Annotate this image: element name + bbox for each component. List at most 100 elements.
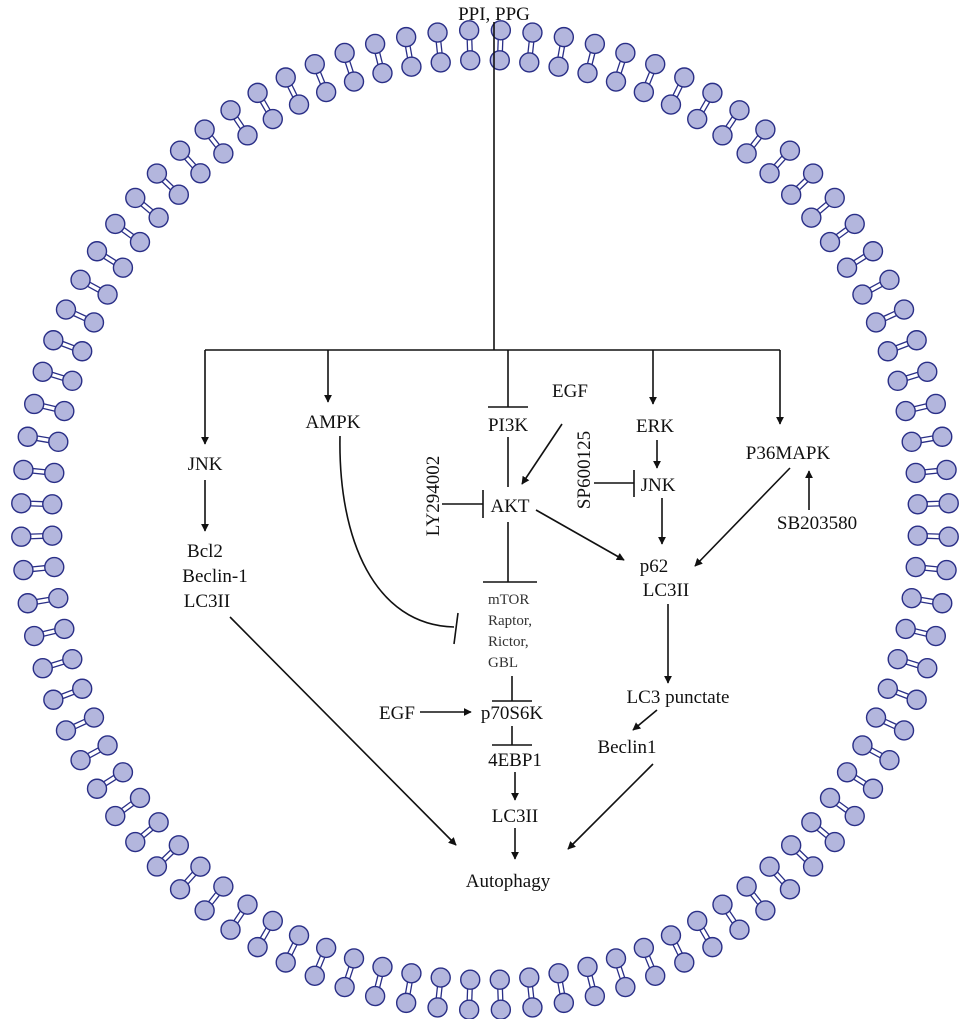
lipid-head — [932, 426, 953, 447]
lipid-head — [288, 94, 310, 115]
lipid-head — [936, 559, 957, 581]
lipid-tail — [143, 829, 154, 839]
lipid-head — [44, 462, 65, 484]
lipid-head — [907, 525, 928, 546]
lipid-head — [105, 805, 126, 827]
lipid-head — [83, 312, 105, 333]
lipid-tail — [869, 751, 881, 759]
lipid-head — [729, 100, 750, 121]
lipid-head — [288, 925, 310, 946]
node-bcl2: Bcl2 — [187, 541, 223, 562]
lipid-head — [372, 62, 393, 84]
lipid-head — [605, 71, 627, 92]
lipid-head — [275, 67, 296, 88]
lipid-head — [401, 56, 422, 77]
lipid-head — [70, 749, 91, 771]
lipid-tail — [435, 986, 439, 998]
lipid-head — [190, 856, 211, 877]
lipid-tail — [648, 955, 655, 967]
lipid-tail — [161, 849, 171, 859]
lipid-head — [907, 494, 928, 515]
lipid-head — [55, 299, 77, 320]
lipid-head — [490, 20, 512, 41]
lipid-tail — [871, 747, 883, 755]
lipid-head — [489, 969, 510, 990]
lipid-tail — [211, 895, 220, 905]
lipid-head — [779, 140, 801, 161]
lipid-head — [877, 341, 899, 362]
lipid-head — [755, 119, 776, 140]
lipid-tail — [907, 376, 920, 381]
node-sb203580: SB203580 — [777, 513, 857, 534]
lipid-head — [660, 925, 682, 946]
lipid-head — [334, 976, 355, 998]
node-beclin1-right: Beclin1 — [597, 737, 656, 758]
node-egf-top: EGF — [552, 381, 588, 402]
node-beclin-1: Beclin-1 — [182, 566, 247, 587]
lipid-tail — [184, 158, 193, 169]
lipid-head — [553, 992, 575, 1014]
lipid-tail — [885, 315, 897, 322]
lipid-head — [343, 948, 365, 969]
node-pi3k: PI3K — [488, 415, 528, 436]
lipid-tail — [616, 967, 621, 979]
lipid-tail — [925, 565, 938, 568]
lipid-tail — [404, 46, 409, 58]
arrow-lc3-punctate-to-beclin1 — [632, 709, 658, 731]
lipid-head — [304, 965, 325, 987]
lipid-head — [615, 976, 636, 998]
arrow-p36mapk-to-p62 — [694, 467, 791, 567]
lipid-tail — [50, 659, 63, 664]
lipid-head — [304, 53, 325, 75]
lipid-tail — [121, 801, 132, 810]
lipid-head — [877, 678, 899, 699]
node-lc3-punctate: LC3 punctate — [627, 687, 730, 708]
lipid-tail — [89, 281, 101, 289]
lipid-tail — [62, 340, 75, 347]
lipid-head — [194, 900, 215, 921]
lipid-tail — [344, 62, 350, 74]
lipid-tail — [531, 42, 535, 54]
lipid-head — [895, 400, 916, 422]
lipid-head — [11, 493, 32, 514]
lipid-tail — [921, 596, 934, 601]
lipid-head — [194, 119, 215, 140]
node-mtor: mTOR — [488, 592, 529, 608]
lipid-head — [519, 967, 540, 988]
lipid-head — [702, 82, 723, 104]
lipid-head — [83, 707, 105, 728]
lipid-head — [801, 812, 822, 833]
lipid-tail — [42, 407, 55, 412]
lipid-tail — [905, 371, 918, 377]
lipid-tail — [620, 62, 626, 74]
lipid-head — [905, 556, 926, 578]
lipid-tail — [164, 178, 175, 187]
lipid-tail — [123, 804, 135, 813]
lipid-head — [674, 952, 695, 973]
node-autophagy: Autophagy — [466, 871, 551, 892]
lipid-tail — [819, 826, 830, 835]
lipid-tail — [855, 774, 867, 783]
node-lc3ii-center: LC3II — [492, 806, 538, 827]
lipid-tail — [440, 41, 443, 53]
lipid-tail — [315, 73, 322, 85]
lipid-tail — [853, 253, 865, 262]
lipid-head — [262, 910, 283, 932]
lipid-head — [364, 985, 386, 1007]
lipid-tail — [315, 955, 322, 967]
lipid-tail — [885, 718, 897, 725]
lipid-head — [879, 269, 900, 291]
lipid-tail — [616, 61, 621, 73]
lipid-head — [86, 241, 108, 262]
cell-membrane — [11, 20, 959, 1019]
lipid-tail — [105, 253, 117, 262]
node-lc3ii-right: LC3II — [643, 580, 689, 601]
lipid-tail — [409, 45, 413, 58]
lipid-tail — [897, 689, 909, 695]
lipid-head — [17, 426, 38, 447]
lipid-head — [553, 26, 575, 48]
lipid-tail — [816, 829, 827, 839]
lipid-head — [932, 593, 953, 614]
lipid-tail — [672, 84, 679, 96]
lipid-head — [97, 735, 118, 756]
